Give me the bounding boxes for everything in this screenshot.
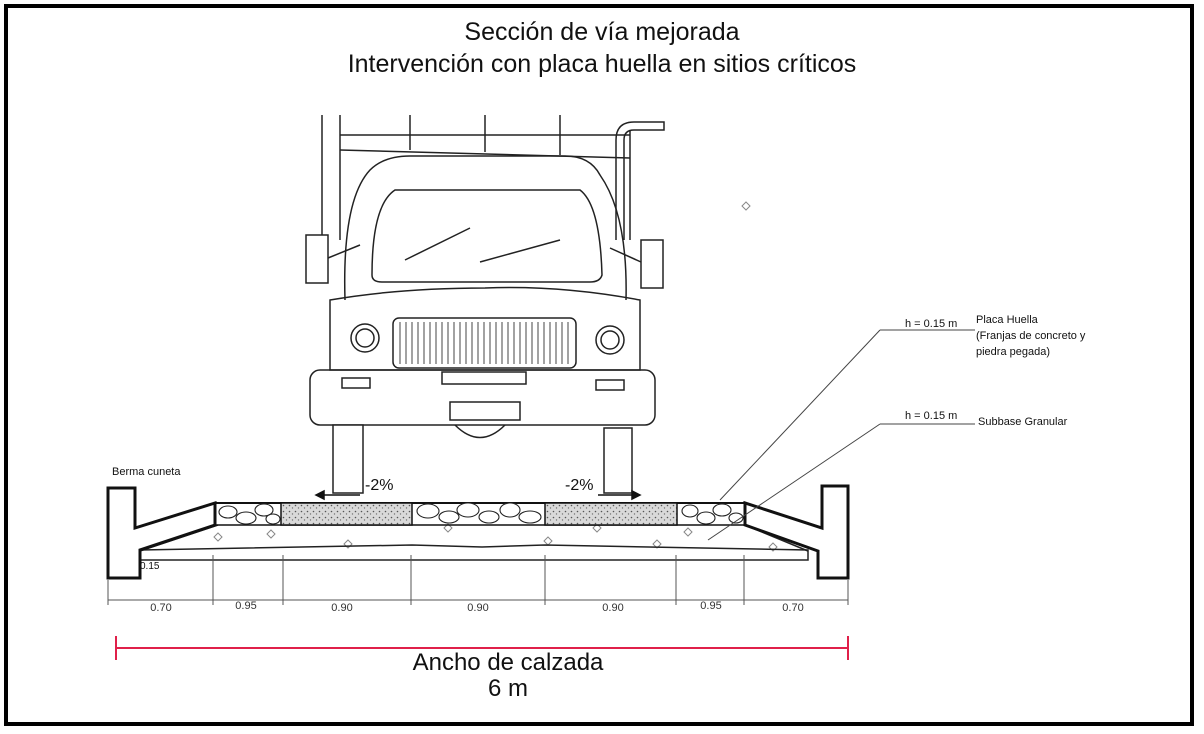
dim-concrete-right: 0.90 [602,602,624,614]
dim-stone-right: 0.95 [700,600,722,612]
dim-center-stone: 0.90 [467,602,489,614]
width-caption-line-2: 6 m [487,675,528,702]
subbase-label: Subbase Granular [978,416,1068,428]
placa-huella-desc-1: (Franjas de concreto y [976,330,1086,342]
slope-right-label: -2% [565,477,594,494]
placa-thickness-label: h = 0.15 m [905,318,958,330]
dim-stone-left: 0.95 [235,600,257,612]
slope-left-label: -2% [365,477,394,494]
placa-huella-desc-2: piedra pegada) [976,346,1051,358]
grille-slats [399,322,569,364]
survey-markers [213,201,778,552]
placa-huella-title: Placa Huella [976,314,1038,326]
concrete-strip-left [280,502,413,526]
dim-berma-right: 0.70 [782,602,804,614]
road-width-line [115,636,849,660]
stones [218,502,744,525]
title-line-2: Intervención con placa huella en sitios … [347,50,857,78]
subbase-thickness-label: h = 0.15 m [905,410,958,422]
leader-lines [707,329,975,541]
subbase-thickness-dim: 0.15 [140,561,160,572]
dim-berma-left: 0.70 [150,602,172,614]
width-caption-line-1: Ancho de calzada [412,649,604,676]
truck-illustration [305,115,665,494]
figure-frame [4,4,1194,726]
concrete-strip-right [544,502,678,526]
dim-concrete-left: 0.90 [331,602,353,614]
slope-arrows [314,489,642,501]
title-line-1: Sección de vía mejorada [464,18,740,46]
road-cross-section [106,329,975,660]
berma-cuneta-label: Berma cuneta [112,466,181,478]
dimension-ticks [107,555,849,605]
